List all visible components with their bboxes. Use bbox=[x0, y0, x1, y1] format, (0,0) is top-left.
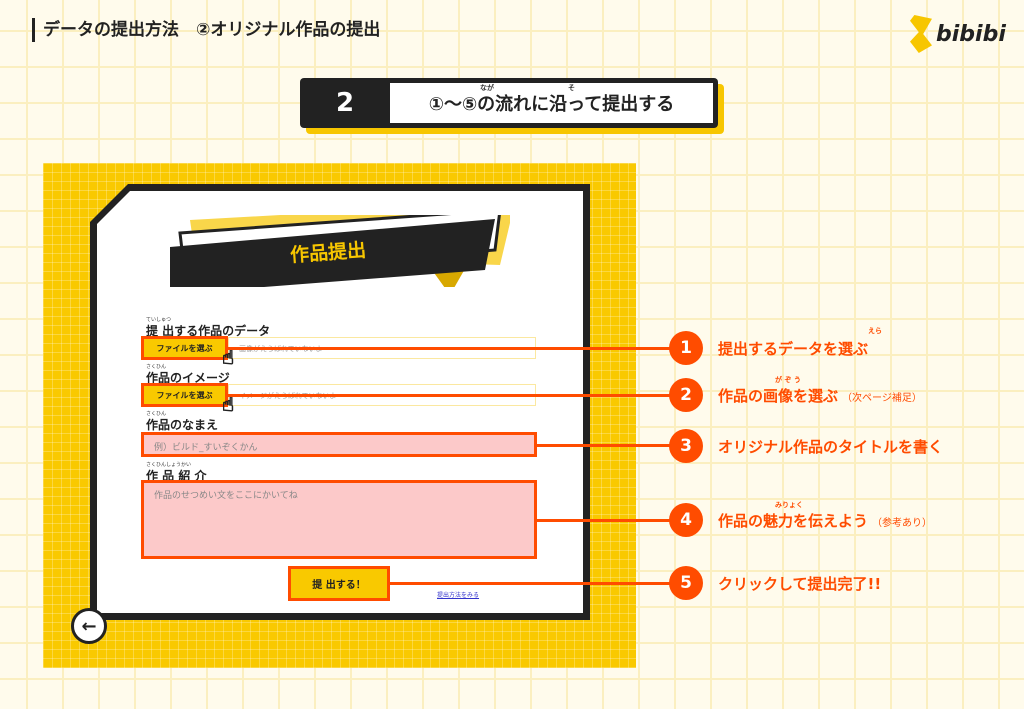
ruby: ていしゅつ bbox=[146, 317, 172, 323]
logo-text: bibibi bbox=[936, 21, 1006, 47]
annotation-note: （次ページ補足） bbox=[842, 393, 922, 404]
step-number: 2 bbox=[335, 88, 355, 118]
ruby: みりょく bbox=[775, 501, 803, 509]
bibibi-logo: bibibi bbox=[910, 14, 1006, 54]
step-5-badge: 5 bbox=[669, 566, 703, 600]
annotation-1: 提出するデータを選ぶ bbox=[718, 338, 868, 359]
annotation-line bbox=[390, 582, 672, 585]
banner-title: 作品提出 bbox=[289, 239, 367, 267]
annotation-4: 作品の魅力を伝えよう（参考あり） bbox=[718, 510, 932, 531]
image-label: 作品のイメージ bbox=[146, 371, 230, 385]
annotation-line bbox=[228, 347, 672, 350]
ruby: えら bbox=[868, 327, 882, 335]
choose-data-file-button[interactable]: ファイルを選ぶ bbox=[141, 336, 228, 360]
step-4-badge: 4 bbox=[669, 503, 703, 537]
annotation-note: （参考あり） bbox=[872, 518, 933, 529]
annotation-text: 提出するデータを選ぶ bbox=[718, 340, 869, 358]
ruby: そ bbox=[568, 84, 575, 92]
annotation-line bbox=[228, 394, 672, 397]
annotation-5: クリックして提出完了!! bbox=[718, 573, 881, 594]
step-1-badge: 1 bbox=[669, 331, 703, 365]
submit-button[interactable]: 提 出する！ bbox=[288, 566, 390, 601]
annotation-3: オリジナル作品のタイトルを書く bbox=[718, 436, 943, 457]
choose-image-file-button[interactable]: ファイルを選ぶ bbox=[141, 383, 228, 407]
step-header: 2 なが そ ①〜⑤の流れに沿って提出する bbox=[300, 78, 718, 128]
ruby: が ぞ う bbox=[775, 376, 801, 384]
ruby: さくひん bbox=[146, 364, 167, 370]
step-label: ①〜⑤の流れに沿って提出する bbox=[428, 94, 675, 115]
pointer-hand-icon: ☝ bbox=[221, 345, 235, 370]
back-arrow-button[interactable]: ← bbox=[71, 608, 107, 644]
ruby: なが bbox=[480, 84, 494, 92]
annotation-line bbox=[537, 444, 672, 447]
intro-textarea[interactable]: 作品のせつめい文をここにかいてね bbox=[141, 480, 537, 559]
intro-label: 作 品 紹 介 bbox=[146, 469, 207, 483]
ruby: さくひん bbox=[146, 411, 167, 417]
step-3-badge: 3 bbox=[669, 429, 703, 463]
annotation-text: 作品の画像を選ぶ bbox=[718, 387, 839, 405]
annotation-line bbox=[537, 519, 672, 522]
banner-ribbon bbox=[170, 215, 510, 287]
step-2-badge: 2 bbox=[669, 378, 703, 412]
pointer-hand-icon: ☝ bbox=[221, 392, 235, 417]
howto-link[interactable]: 提出方法をみる bbox=[437, 592, 480, 599]
name-label: 作品のなまえ bbox=[146, 418, 219, 432]
submit-label: 提 出する！ bbox=[312, 580, 366, 591]
page-title: データの提出方法 ②オリジナル作品の提出 bbox=[32, 18, 380, 42]
annotation-2: 作品の画像を選ぶ（次ページ補足） bbox=[718, 385, 922, 406]
annotation-text: クリックして提出完了!! bbox=[718, 575, 882, 593]
data-label: 提 出する作品のデータ bbox=[146, 324, 271, 338]
annotation-text: 作品の魅力を伝えよう bbox=[718, 512, 869, 530]
ruby: さくひんしょうかい bbox=[146, 462, 192, 468]
annotation-text: オリジナル作品のタイトルを書く bbox=[718, 438, 944, 456]
logo-mark-icon bbox=[910, 15, 932, 53]
title-input[interactable]: 例）ビルド_すいぞくかん bbox=[141, 432, 537, 457]
